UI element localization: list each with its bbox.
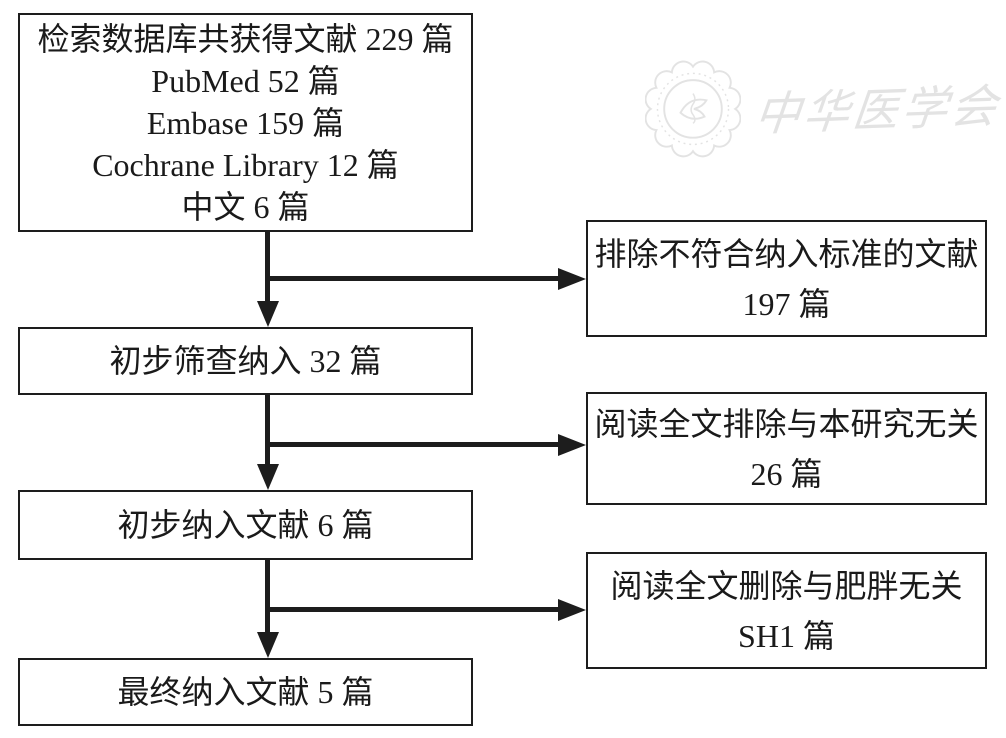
arrow-down-head-icon [257,632,279,658]
box-text-line: SH1 篇 [738,617,835,654]
box-exclude-not-meeting-criteria: 排除不符合纳入标准的文献 197 篇 [586,220,987,337]
box-final-inclusion: 最终纳入文献 5 篇 [18,658,473,726]
box-text-line: 最终纳入文献 5 篇 [117,674,374,710]
box-text-line: 中文 6 篇 [181,188,310,225]
arrow-right-head-icon [558,599,586,621]
arrow-down-head-icon [257,301,279,327]
watermark: 中华医学会 [645,52,1002,162]
box-text-line: Cochrane Library 12 篇 [92,146,399,183]
box-text-line: PubMed 52 篇 [151,62,340,99]
arrow-down-head-icon [257,464,279,490]
box-text-line: 阅读全文删除与肥胖无关 [610,567,963,604]
arrow-right-head-icon [558,268,586,290]
box-database-search: 检索数据库共获得文献 229 篇 PubMed 52 篇 Embase 159 … [18,13,473,232]
box-text-line: 检索数据库共获得文献 229 篇 [37,20,454,57]
box-preliminary-inclusion: 初步纳入文献 6 篇 [18,490,473,560]
box-text-line: 26 篇 [750,455,823,492]
arrow-branch-shaft-3 [266,607,560,612]
box-initial-screening: 初步筛查纳入 32 篇 [18,327,473,395]
arrow-down-shaft-3 [265,560,270,634]
arrow-down-shaft-2 [265,395,270,466]
box-exclude-unrelated-to-study: 阅读全文排除与本研究无关 26 篇 [586,392,987,505]
box-text-line: 197 篇 [742,285,831,322]
arrow-branch-shaft-2 [266,442,560,447]
arrow-down-shaft-1 [265,232,270,303]
arrow-right-head-icon [558,434,586,456]
box-text-line: 排除不符合纳入标准的文献 [594,235,979,272]
arrow-branch-shaft-1 [266,276,560,281]
box-text-line: Embase 159 篇 [146,104,345,141]
cma-emblem-icon [645,60,741,158]
watermark-text: 中华医学会 [752,80,1003,141]
box-text-line: 初步筛查纳入 32 篇 [109,343,382,379]
box-text-line: 初步纳入文献 6 篇 [117,507,374,543]
box-exclude-unrelated-to-obesity: 阅读全文删除与肥胖无关 SH1 篇 [586,552,987,669]
box-text-line: 阅读全文排除与本研究无关 [594,405,979,442]
